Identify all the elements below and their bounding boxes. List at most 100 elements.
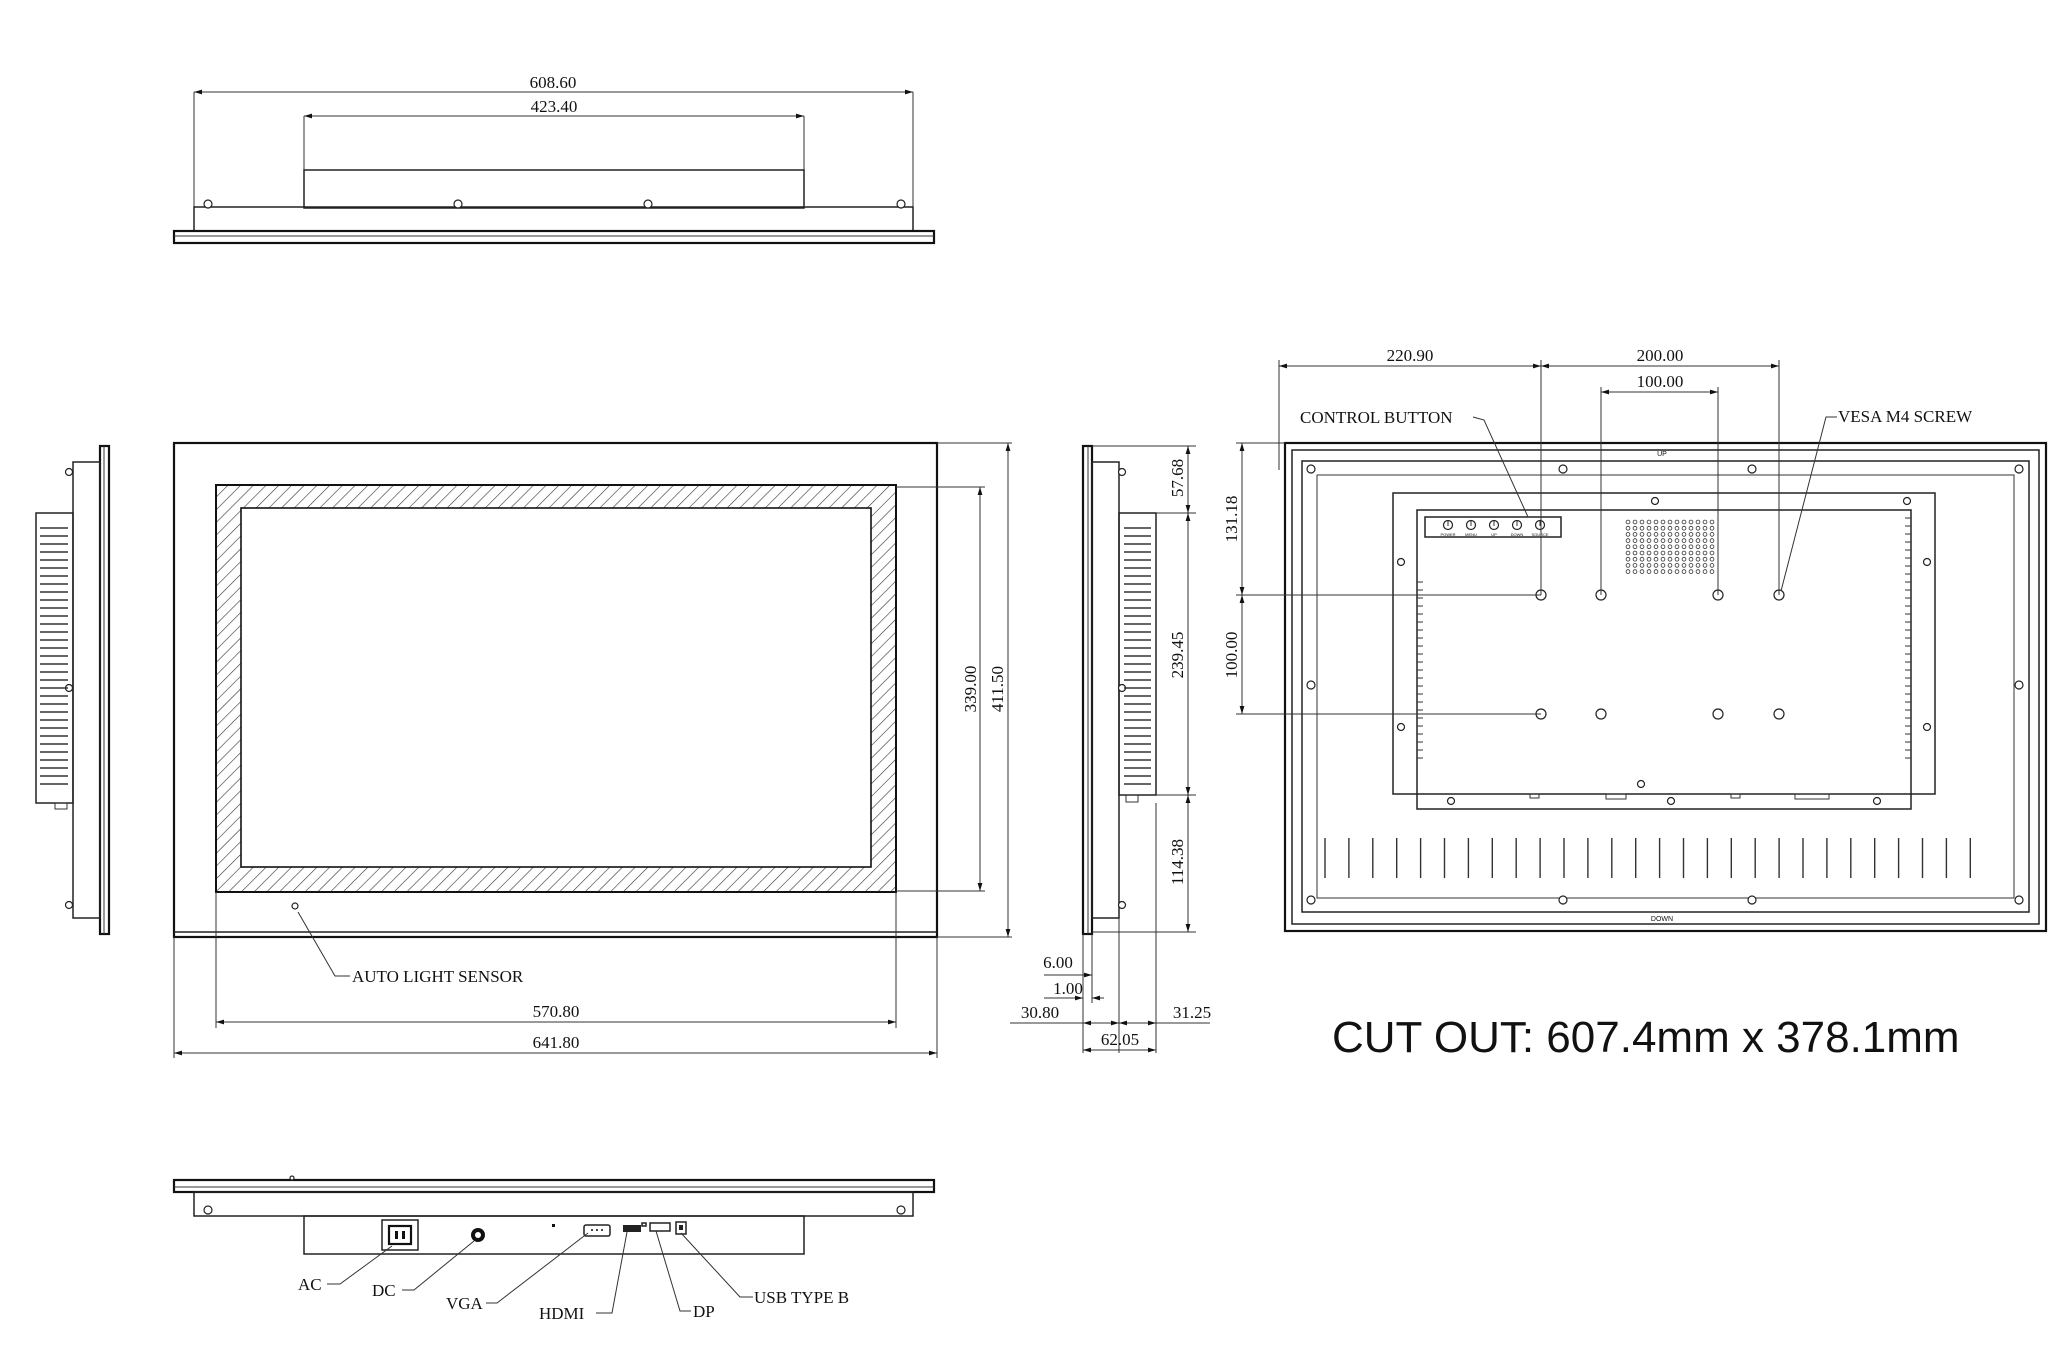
speaker-hole	[1709, 556, 1715, 562]
speaker-hole	[1681, 525, 1687, 531]
speaker-hole	[1681, 544, 1687, 550]
speaker-hole	[1667, 519, 1673, 525]
speaker-hole	[1639, 532, 1645, 537]
speaker-hole	[1660, 519, 1666, 525]
speaker-hole	[1702, 556, 1708, 562]
speaker-hole	[1709, 532, 1715, 537]
speaker-hole	[1639, 550, 1645, 556]
speaker-hole	[1639, 519, 1645, 525]
side-housing-height: 239.45	[1168, 632, 1187, 679]
speaker-hole	[1660, 569, 1666, 574]
speaker-hole	[1674, 532, 1680, 537]
speaker-hole	[1653, 525, 1659, 531]
vesa-screw-label: VESA M4 SCREW	[1838, 407, 1973, 426]
front-active-height: 339.00	[961, 666, 980, 713]
speaker-hole	[1639, 569, 1645, 574]
port-hdmi-label: HDMI	[539, 1304, 585, 1323]
control-button-label: CONTROL BUTTON	[1300, 408, 1453, 427]
speaker-hole	[1674, 563, 1680, 568]
speaker-hole	[1702, 569, 1708, 574]
speaker-hole	[1660, 556, 1666, 562]
speaker-hole	[1625, 544, 1631, 550]
speaker-hole	[1709, 550, 1715, 556]
speaker-hole	[1688, 544, 1694, 550]
side-depth-back: 31.25	[1173, 1003, 1211, 1022]
speaker-hole	[1653, 544, 1659, 550]
speaker-hole	[1625, 538, 1631, 543]
speaker-hole	[1632, 538, 1638, 543]
speaker-hole	[1688, 550, 1694, 556]
speaker-hole	[1639, 563, 1645, 568]
speaker-hole	[1674, 556, 1680, 562]
bottom-view: AC DC VGA HDMI DP USB TYPE B	[172, 1175, 936, 1323]
side-total-depth: 62.05	[1101, 1030, 1139, 1049]
speaker-hole	[1667, 538, 1673, 543]
speaker-hole	[1688, 569, 1694, 574]
speaker-hole	[1667, 556, 1673, 562]
speaker-hole	[1660, 538, 1666, 543]
speaker-hole	[1646, 563, 1652, 568]
speaker-hole	[1660, 544, 1666, 550]
down-marker: DOWN	[1651, 916, 1673, 923]
front-active-width: 570.80	[533, 1002, 580, 1021]
speaker-hole	[1695, 556, 1701, 562]
speaker-hole	[1702, 563, 1708, 568]
speaker-hole	[1632, 544, 1638, 550]
speaker-hole	[1688, 538, 1694, 543]
top-housing-width: 423.40	[531, 97, 578, 116]
speaker-hole	[1653, 556, 1659, 562]
speaker-hole	[1681, 550, 1687, 556]
speaker-hole	[1695, 569, 1701, 574]
rear-vesa-outer-spacing: 200.00	[1637, 346, 1684, 365]
speaker-hole	[1625, 550, 1631, 556]
speaker-hole	[1709, 569, 1715, 574]
speaker-hole	[1681, 519, 1687, 525]
speaker-hole	[1674, 544, 1680, 550]
speaker-hole	[1646, 550, 1652, 556]
speaker-hole	[1653, 532, 1659, 537]
side-glass-thickness: 1.00	[1053, 979, 1083, 998]
speaker-hole	[1702, 525, 1708, 531]
speaker-hole	[1702, 538, 1708, 543]
speaker-hole	[1632, 569, 1638, 574]
right-side-view: 57.68 239.45 114.38 6.00 1.00 30.80 31.2…	[1010, 444, 1211, 1053]
speaker-hole	[1653, 538, 1659, 543]
speaker-hole	[1660, 525, 1666, 531]
speaker-hole	[1681, 556, 1687, 562]
port-dc-label: DC	[372, 1281, 396, 1300]
speaker-hole	[1660, 550, 1666, 556]
top-overall-width: 608.60	[530, 73, 577, 92]
speaker-hole	[1688, 532, 1694, 537]
speaker-hole	[1625, 532, 1631, 537]
speaker-hole	[1695, 519, 1701, 525]
rear-vertical-offset: 131.18	[1222, 496, 1241, 543]
speaker-hole	[1639, 556, 1645, 562]
speaker-hole	[1625, 556, 1631, 562]
speaker-hole	[1674, 519, 1680, 525]
speaker-hole	[1646, 569, 1652, 574]
speaker-hole	[1646, 538, 1652, 543]
speaker-hole	[1625, 519, 1631, 525]
speaker-hole	[1625, 563, 1631, 568]
speaker-hole	[1646, 544, 1652, 550]
speaker-hole	[1688, 563, 1694, 568]
speaker-hole	[1625, 525, 1631, 531]
speaker-hole	[1709, 519, 1715, 525]
speaker-hole	[1681, 563, 1687, 568]
side-bezel-thickness: 6.00	[1043, 953, 1073, 972]
side-depth-front: 30.80	[1021, 1003, 1059, 1022]
speaker-hole	[1653, 563, 1659, 568]
rear-vesa-inner-spacing: 100.00	[1637, 372, 1684, 391]
speaker-hole	[1660, 563, 1666, 568]
speaker-hole	[1688, 525, 1694, 531]
speaker-hole	[1681, 538, 1687, 543]
speaker-hole	[1667, 550, 1673, 556]
speaker-hole	[1709, 525, 1715, 531]
speaker-hole	[1702, 550, 1708, 556]
left-side-view	[35, 444, 111, 936]
speaker-hole	[1695, 563, 1701, 568]
speaker-hole	[1632, 550, 1638, 556]
speaker-hole	[1660, 532, 1666, 537]
